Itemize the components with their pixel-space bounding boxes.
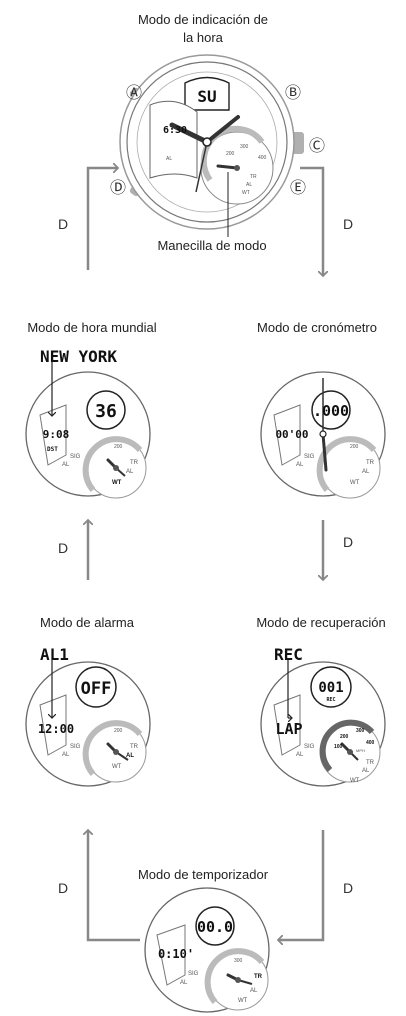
world-time-al: AL bbox=[126, 469, 134, 475]
recall-wt: WT bbox=[350, 778, 360, 784]
world-time-watch bbox=[25, 362, 151, 499]
recall-al-left: AL bbox=[296, 752, 304, 758]
recall-watch bbox=[260, 660, 386, 787]
main-mode-hand bbox=[216, 164, 239, 170]
recall-display: 001 bbox=[318, 680, 343, 696]
button-e-label: Ⓔ bbox=[290, 179, 306, 197]
world-time-dst: DST bbox=[47, 446, 58, 453]
recall-300: 300 bbox=[356, 728, 365, 734]
stopwatch-sig: SIG bbox=[304, 454, 315, 460]
recall-200: 200 bbox=[340, 734, 349, 740]
stopwatch-watch bbox=[260, 371, 386, 499]
main-watch bbox=[119, 54, 304, 237]
recall-mph: MPH bbox=[356, 748, 365, 753]
main-dial-200: 200 bbox=[226, 151, 235, 157]
world-time-title: Modo de hora mundial bbox=[27, 320, 157, 335]
main-minute-hand bbox=[205, 115, 240, 144]
timer-left-display: 0:10' bbox=[158, 947, 194, 961]
main-dial-al-left: AL bbox=[166, 156, 172, 162]
stopwatch-200: 200 bbox=[350, 444, 359, 450]
alarm-title: Modo de alarma bbox=[40, 615, 134, 630]
recall-al: AL bbox=[362, 768, 370, 774]
world-time-tr: TR bbox=[130, 460, 139, 466]
button-b-label: Ⓑ bbox=[285, 84, 301, 102]
timer-al: AL bbox=[250, 988, 258, 994]
timer-wt: WT bbox=[238, 998, 248, 1004]
d-label-right-mid: D bbox=[343, 534, 354, 550]
main-title-line2: la hora bbox=[183, 30, 223, 45]
alarm-200: 200 bbox=[114, 728, 123, 734]
button-a-label: Ⓐ bbox=[126, 84, 142, 102]
d-label-left-mid: D bbox=[58, 540, 69, 556]
world-time-left-display: 9:08 bbox=[43, 428, 70, 441]
alarm-display: OFF bbox=[81, 679, 112, 699]
arrow-recall-to-timer bbox=[278, 830, 325, 940]
recall-tr: TR bbox=[366, 760, 375, 766]
timer-sig: SIG bbox=[188, 971, 199, 977]
main-dial-400: 400 bbox=[258, 155, 267, 161]
arrow-time-to-stopwatch bbox=[300, 166, 323, 276]
main-top-display bbox=[184, 76, 230, 111]
world-time-callout: NEW YORK bbox=[40, 347, 117, 366]
arrow-timer-to-alarm bbox=[88, 830, 140, 942]
world-time-al-left: AL bbox=[62, 462, 70, 468]
d-label-right-top: D bbox=[343, 216, 354, 232]
stopwatch-al-left: AL bbox=[296, 462, 304, 468]
recall-callout: REC bbox=[274, 645, 303, 664]
timer-display: 00.0 bbox=[197, 918, 233, 936]
d-label-right-bottom: D bbox=[343, 880, 354, 896]
recall-400: 400 bbox=[366, 740, 375, 746]
stopwatch-left-display: 00'00 bbox=[275, 428, 308, 441]
alarm-sig: SIG bbox=[70, 744, 81, 750]
recall-display-sub: REC bbox=[326, 697, 335, 703]
recall-sig: SIG bbox=[304, 744, 315, 750]
recall-100: 100 bbox=[334, 744, 343, 750]
timer-title: Modo de temporizador bbox=[137, 867, 269, 882]
alarm-wt: WT bbox=[112, 764, 122, 770]
main-hour-hand bbox=[169, 122, 210, 145]
main-dial-al: AL bbox=[246, 182, 252, 188]
alarm-tr: TR bbox=[130, 744, 139, 750]
mode-hand-label: Manecilla de modo bbox=[157, 238, 267, 253]
main-second-hand bbox=[195, 141, 208, 193]
main-dial-tr: TR bbox=[250, 174, 257, 180]
timer-al-left: AL bbox=[180, 980, 188, 986]
alarm-left-display: 12:00 bbox=[38, 722, 74, 736]
recall-title: Modo de recuperación bbox=[256, 615, 386, 630]
main-display-text: SU bbox=[197, 87, 216, 106]
button-d-label: Ⓓ bbox=[110, 179, 126, 197]
alarm-al: AL bbox=[126, 753, 134, 759]
alarm-callout: AL1 bbox=[40, 645, 69, 664]
stopwatch-tr: TR bbox=[366, 460, 375, 466]
stopwatch-title: Modo de cronómetro bbox=[257, 320, 377, 335]
d-label-left-top: D bbox=[58, 216, 69, 232]
d-label-left-bottom: D bbox=[58, 880, 69, 896]
main-dial-wt: WT bbox=[242, 190, 250, 196]
timer-tr: TR bbox=[254, 974, 263, 980]
main-small-display: 6:30 bbox=[163, 125, 187, 136]
button-c-label: Ⓒ bbox=[309, 137, 325, 155]
world-time-sig: SIG bbox=[70, 454, 81, 460]
stopwatch-display: .000 bbox=[313, 402, 349, 420]
arrow-world-to-time bbox=[86, 168, 118, 270]
stopwatch-al: AL bbox=[362, 469, 370, 475]
timer-300: 300 bbox=[234, 958, 243, 964]
main-dial-300: 300 bbox=[240, 144, 249, 150]
recall-left-display: LAP bbox=[275, 720, 302, 738]
alarm-watch bbox=[25, 660, 151, 787]
stopwatch-wt: WT bbox=[350, 480, 360, 486]
world-time-200: 200 bbox=[114, 444, 123, 450]
timer-watch bbox=[144, 887, 270, 1013]
alarm-al-left: AL bbox=[62, 752, 70, 758]
world-time-display: 36 bbox=[95, 401, 117, 422]
main-title-line1: Modo de indicación de bbox=[137, 12, 269, 27]
world-time-wt: WT bbox=[112, 480, 122, 486]
